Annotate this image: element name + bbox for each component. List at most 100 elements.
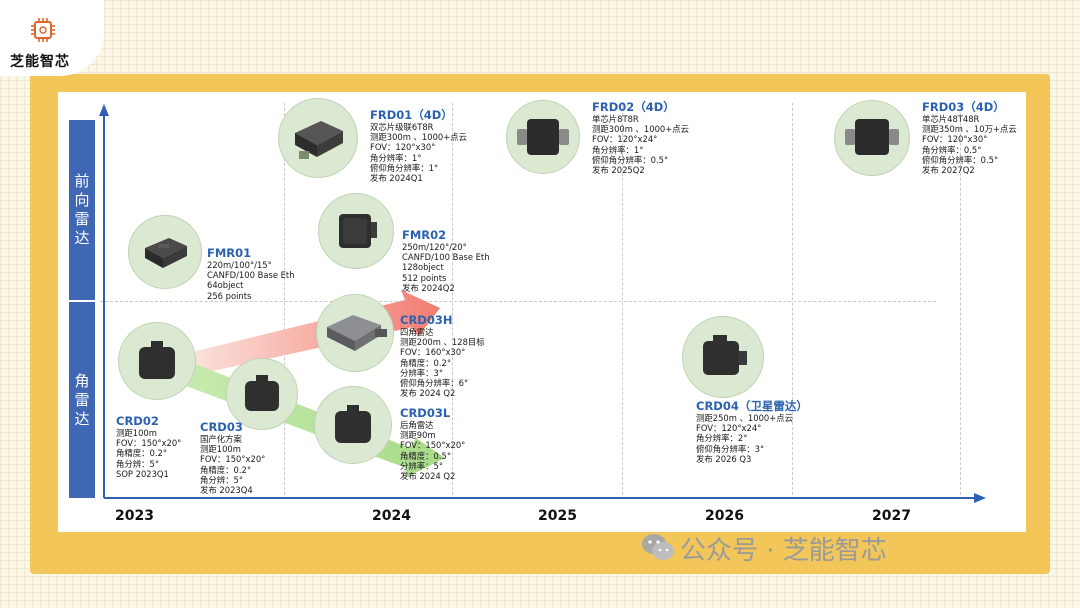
product-spec: 220m/100°/15° — [207, 260, 272, 270]
product-spec: FOV：120°x30° — [370, 142, 436, 153]
product-spec: 角分辨率：2° — [696, 433, 748, 444]
product-spec: 俯仰角分辨率：1° — [370, 162, 439, 173]
product-spec: 测距350m 、10万+点云 — [922, 124, 1017, 135]
fmr02-image — [318, 193, 394, 269]
product-frd01: FRD01（4D） 双芯片级联6T8R 测距300m 、1000+点云 FOV：… — [370, 108, 467, 183]
product-spec: 256 points — [207, 290, 252, 301]
band-corner-label: 角雷达 — [74, 371, 90, 428]
product-spec: 250m/120°/20° — [402, 242, 467, 252]
product-spec: 俯仰角分辨率：0.5° — [592, 154, 669, 165]
product-spec: 512 points — [402, 272, 447, 283]
product-spec: 发布 2026 Q3 — [696, 453, 752, 464]
product-spec: 角精度：0.2° — [116, 448, 168, 459]
product-spec: 测距90m — [400, 430, 436, 441]
product-spec: 测距250m 、1000+点云 — [696, 413, 794, 423]
product-spec: 角精度：0.2° — [400, 357, 452, 368]
product-spec: 角分辨率：0.5° — [922, 144, 982, 155]
product-title: CRD03L — [400, 406, 451, 420]
product-spec: 角分辨：5° — [116, 458, 160, 469]
product-spec: 测距100m — [200, 444, 241, 455]
crd04-image — [682, 316, 764, 398]
product-title: FRD02（4D） — [592, 100, 675, 114]
product-spec: FOV：120°x30° — [922, 134, 988, 145]
product-spec: 分辨率：3° — [400, 367, 444, 378]
product-spec: 俯仰角分辨率：6° — [400, 378, 469, 389]
radar-device-icon — [245, 375, 279, 411]
product-title: FRD03（4D） — [922, 100, 1005, 114]
product-spec: 发布 2025Q2 — [592, 165, 645, 176]
category-divider — [100, 301, 936, 302]
logo: 芝能智芯 — [0, 0, 104, 76]
year-label: 2027 — [872, 508, 911, 524]
product-spec: 角精度：0.5° — [400, 450, 452, 461]
product-crd03h: CRD03H 四角雷达 测距200m 、128目标 FOV：160°x30° 角… — [400, 313, 485, 398]
product-spec: 双芯片级联6T8R — [370, 122, 434, 132]
band-front-radar: 前向雷达 — [69, 120, 95, 300]
crd03h-image — [316, 294, 394, 372]
product-crd02: CRD02 测距100m FOV：150°x20° 角精度：0.2° 角分辨：5… — [116, 414, 181, 479]
radar-device-icon — [845, 119, 899, 155]
radar-device-icon — [295, 121, 343, 159]
product-spec: 角精度：0.2° — [200, 464, 252, 475]
product-spec: 后角雷达 — [400, 420, 434, 430]
product-spec: 发布 2024 Q2 — [400, 471, 456, 482]
product-crd03: CRD03 国产化方案 测距100m FOV：150°x20° 角精度：0.2°… — [200, 420, 265, 495]
product-title: CRD03H — [400, 313, 453, 327]
product-fmr01: FMR01 220m/100°/15° CANFD/100 Base Eth 6… — [207, 246, 295, 301]
product-spec: 四角雷达 — [400, 327, 434, 337]
band-front-label: 前向雷达 — [74, 172, 90, 247]
crd03-image — [226, 358, 298, 430]
watermark-text: 公众号 · 芝能智芯 — [680, 536, 887, 566]
product-spec: FOV：150°x20° — [116, 438, 182, 449]
product-spec: 发布 2027Q2 — [922, 165, 975, 176]
product-spec: 俯仰角分辨率：3° — [696, 443, 765, 454]
radar-device-icon — [703, 335, 747, 375]
product-title: CRD03 — [200, 420, 243, 434]
y-axis-arrowhead — [99, 104, 109, 116]
year-label: 2025 — [538, 508, 577, 524]
product-spec: 发布 2024Q2 — [402, 282, 455, 293]
product-spec: 国产化方案 — [200, 434, 242, 444]
radar-device-icon — [517, 119, 569, 155]
product-spec: 单芯片48T48R — [922, 114, 980, 124]
product-spec: SOP 2023Q1 — [116, 468, 169, 479]
product-title: CRD02 — [116, 414, 159, 428]
product-spec: 角分辨：5° — [200, 474, 244, 485]
product-spec: 单芯片8T8R — [592, 114, 639, 124]
product-spec: 发布 2024 Q2 — [400, 388, 456, 399]
product-crd04: CRD04（卫星雷达） 测距250m 、1000+点云 FOV：120°x24°… — [696, 399, 808, 464]
chip-logo-icon — [31, 18, 55, 42]
year-divider — [792, 103, 793, 495]
frd03-image — [834, 100, 910, 176]
product-spec: 角分辨率：1° — [370, 152, 422, 163]
radar-device-icon — [139, 341, 175, 379]
logo-text: 芝能智芯 — [10, 54, 70, 70]
year-divider — [960, 103, 961, 495]
band-corner-radar: 角雷达 — [69, 302, 95, 498]
product-spec: FOV：120°x24° — [592, 134, 658, 145]
crd02-image — [118, 322, 196, 400]
frd02-image — [506, 100, 580, 174]
product-spec: 角分辨率：1° — [592, 144, 644, 155]
product-title: FMR01 — [207, 246, 252, 260]
year-divider — [622, 103, 623, 495]
year-label: 2024 — [372, 508, 411, 524]
frd01-image — [278, 98, 358, 178]
product-spec: 测距200m 、128目标 — [400, 337, 485, 348]
product-spec: 发布 2023Q4 — [200, 485, 253, 496]
product-crd03l: CRD03L 后角雷达 测距90m FOV：150°x20° 角精度：0.5° … — [400, 406, 465, 481]
year-divider — [284, 103, 285, 495]
crd03l-image — [314, 386, 392, 464]
product-spec: FOV：150°x20° — [200, 454, 266, 465]
year-label: 2026 — [705, 508, 744, 524]
radar-device-icon — [327, 315, 387, 351]
product-spec: 测距300m 、1000+点云 — [370, 132, 468, 143]
product-title: CRD04（卫星雷达） — [696, 399, 808, 413]
wechat-icon — [642, 534, 674, 560]
product-spec: 俯仰角分辨率：0.5° — [922, 154, 999, 165]
year-label: 2023 — [115, 508, 154, 524]
product-spec: FOV：150°x20° — [400, 440, 466, 451]
product-spec: FOV：160°x30° — [400, 347, 466, 358]
product-fmr02: FMR02 250m/120°/20° CANFD/100 Base Eth 1… — [402, 228, 490, 293]
product-spec: 测距300m 、1000+点云 — [592, 124, 690, 135]
